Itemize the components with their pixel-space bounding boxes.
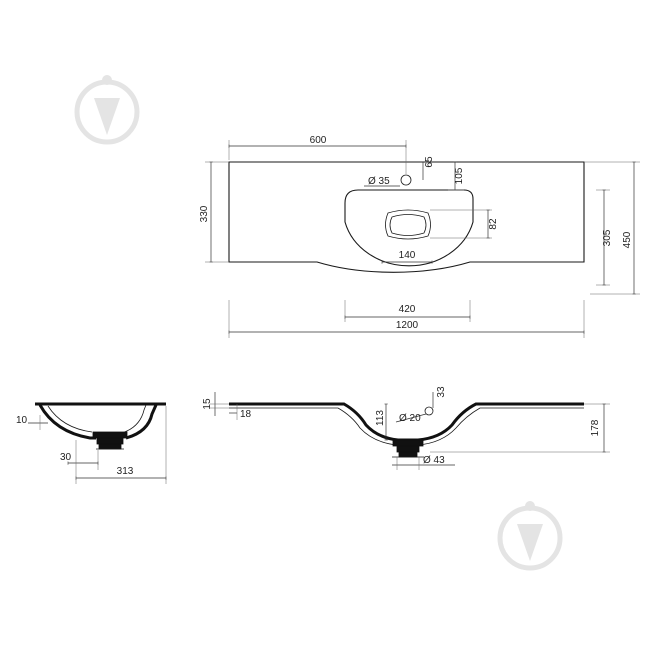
dim-dia-20-label: Ø 20 <box>399 413 421 424</box>
dim-10-label: 10 <box>16 415 28 426</box>
dim-33-label: 33 <box>436 386 447 398</box>
dim-82-label: 82 <box>488 218 499 230</box>
dim-600-label: 600 <box>310 135 327 146</box>
tap-hole <box>400 174 412 186</box>
dim-15-label: 15 <box>202 398 213 410</box>
watermark-logo-bottom-right <box>497 501 563 571</box>
countertop-outline <box>228 161 585 273</box>
droplet-logo-icon <box>497 501 563 571</box>
front-view: 15 18 33 113 Ø 20 Ø 43 178 <box>202 386 610 470</box>
droplet-logo-icon <box>74 75 140 145</box>
dim-450-label: 450 <box>622 231 633 248</box>
dim-dia-43-label: Ø 43 <box>423 455 445 466</box>
dim-1200-label: 1200 <box>396 320 419 331</box>
dim-105-label: 105 <box>454 167 465 184</box>
drain-outline <box>385 209 431 240</box>
side-drain <box>92 431 128 439</box>
dim-178-label: 178 <box>590 419 601 436</box>
dim-113-label: 113 <box>375 410 386 426</box>
side-bowl-profile <box>38 404 96 440</box>
overflow-hole <box>424 406 434 416</box>
dim-65-label: 65 <box>424 156 435 168</box>
side-view: 10 30 313 <box>16 402 167 484</box>
dim-140-label: 140 <box>399 250 416 261</box>
dim-18-label: 18 <box>240 409 252 420</box>
front-drain <box>392 439 424 447</box>
watermark-logo-top-left <box>74 75 140 145</box>
bowl-outline <box>344 189 474 267</box>
dim-420-label: 420 <box>399 304 416 315</box>
dim-313-label: 313 <box>117 466 134 477</box>
top-view: 600 65 Ø 35 105 330 82 140 305 450 <box>199 135 640 338</box>
dim-dia-35-label: Ø 35 <box>368 176 390 187</box>
dim-305-label: 305 <box>602 229 613 246</box>
dim-30-label: 30 <box>60 452 72 463</box>
dim-330-label: 330 <box>199 205 210 222</box>
